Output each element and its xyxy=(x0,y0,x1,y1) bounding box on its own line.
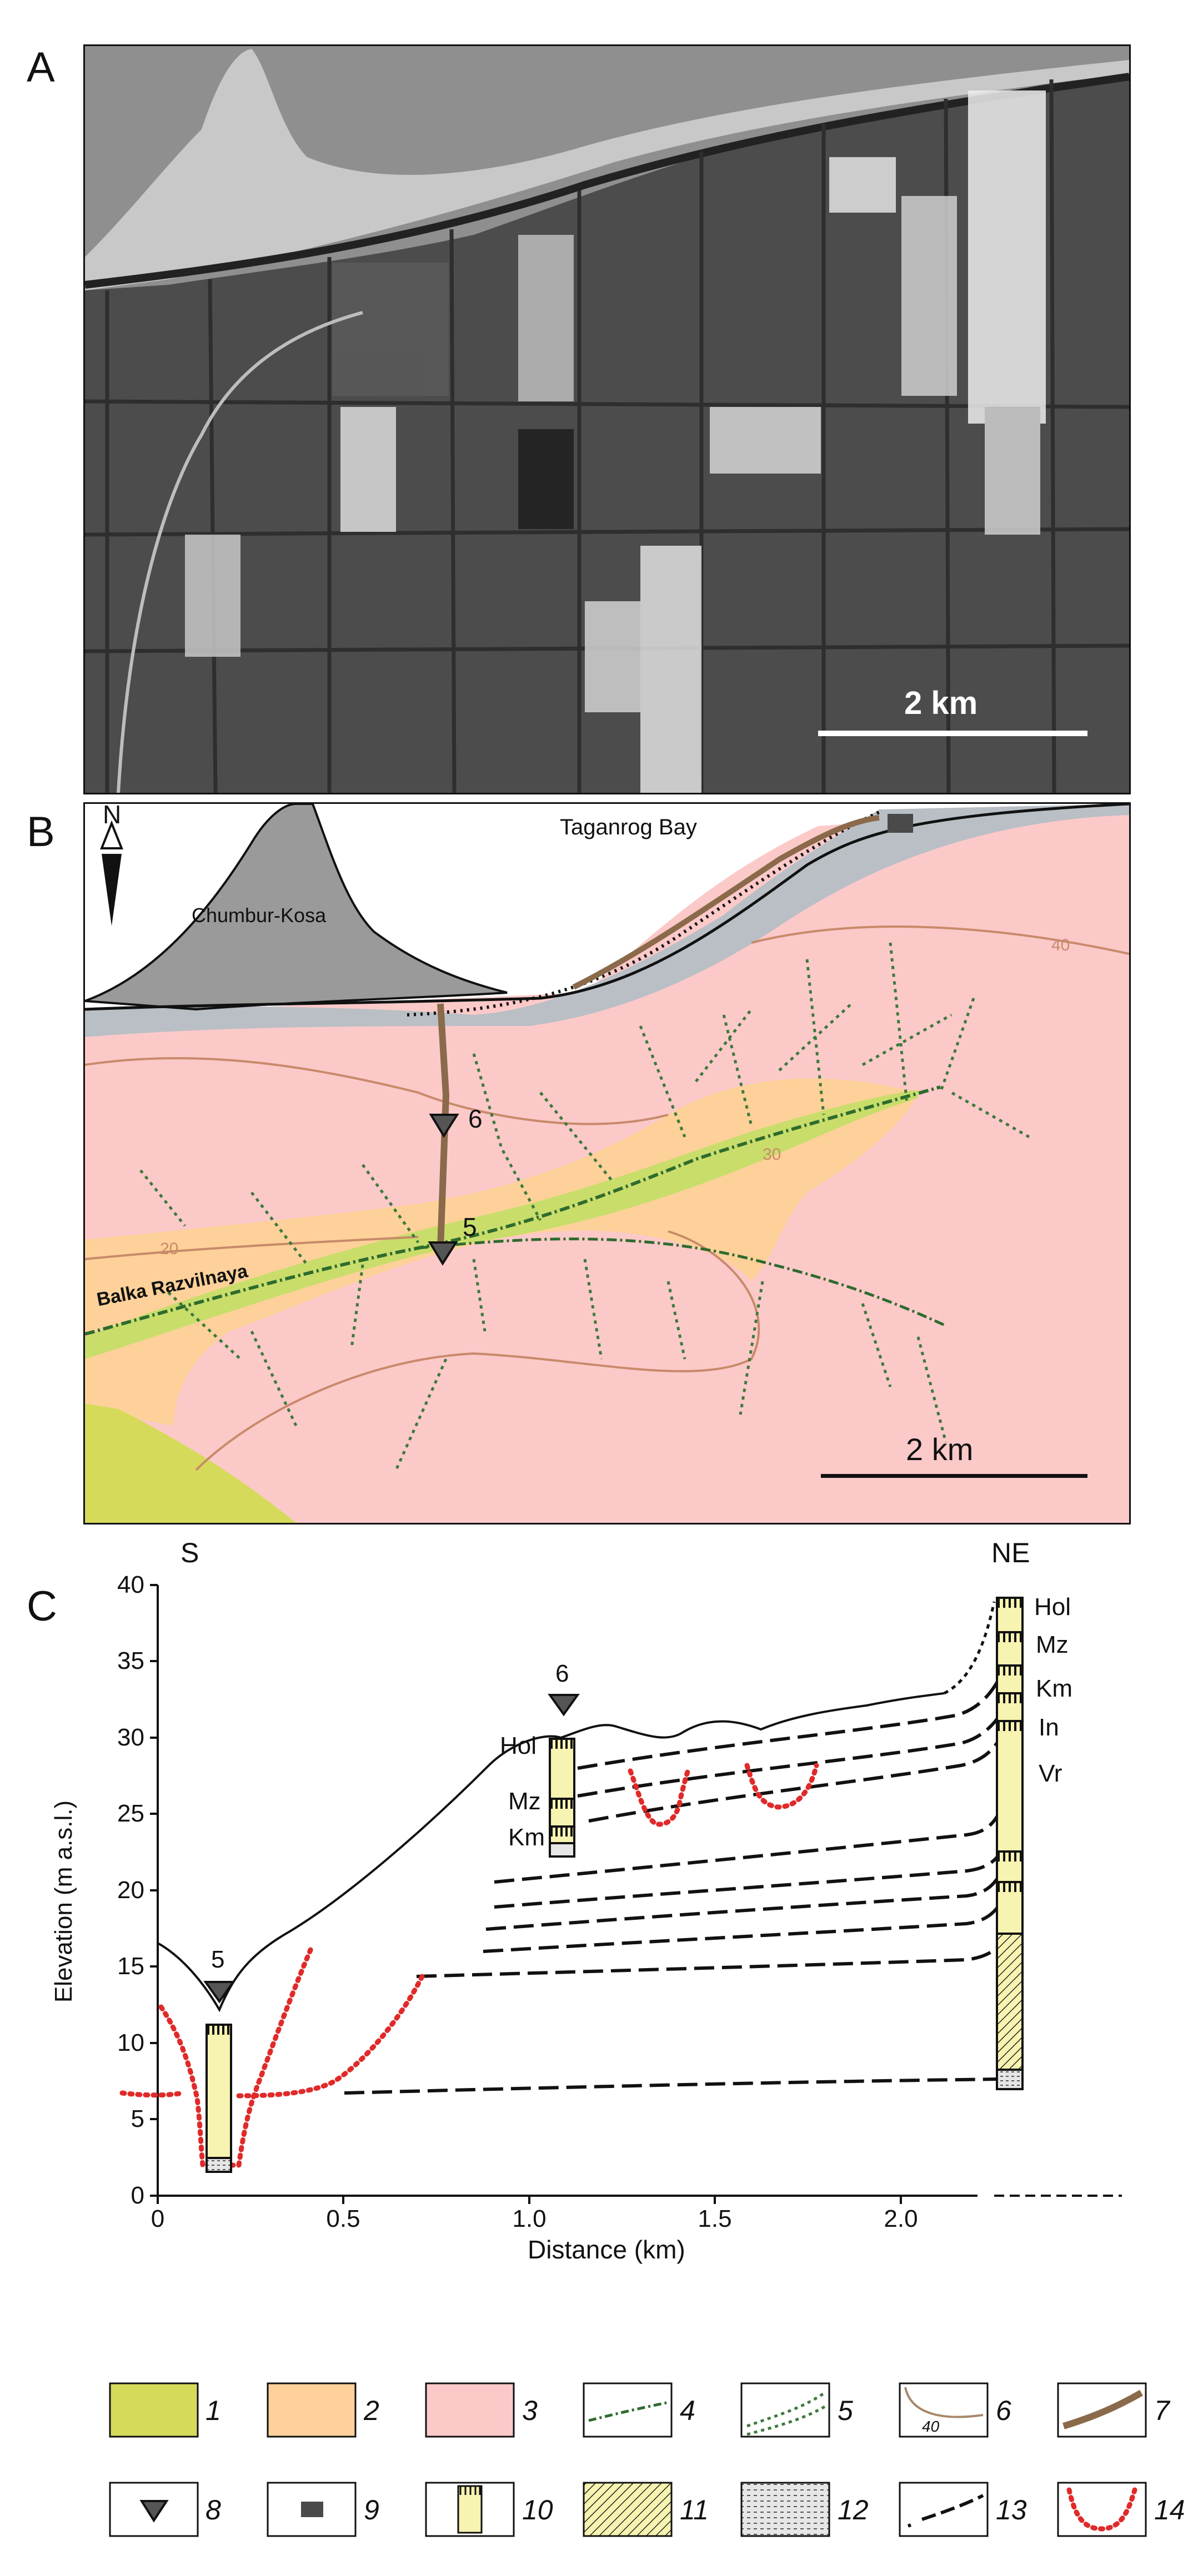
photo-scale-label: 2 km xyxy=(904,685,978,721)
dir-right-label: NE xyxy=(991,1537,1030,1568)
col6-label-mz: Mz xyxy=(508,1788,541,1815)
map-site-6-label: 6 xyxy=(468,1104,483,1133)
legend-num-12: 12 xyxy=(838,2494,869,2525)
legend-unit-1-swatch xyxy=(109,2382,199,2438)
legend-contour-value: 40 xyxy=(922,2418,940,2435)
contour-label-40: 40 xyxy=(1051,936,1070,954)
map-scale-label: 2 km xyxy=(906,1432,974,1467)
map-drawing xyxy=(85,804,1129,1523)
legend-num-3: 3 xyxy=(522,2395,538,2426)
section-site-6-triangle-icon xyxy=(548,1694,580,1717)
cross-section: S NE Elevation (m a.s.l.) Distance (km) … xyxy=(0,1532,1198,2332)
legend-num-6: 6 xyxy=(996,2395,1011,2426)
colne-label-hol: Hol xyxy=(1034,1593,1071,1621)
north-arrow-icon xyxy=(100,820,123,849)
legend-drawing: 40 xyxy=(109,2382,1147,2537)
colne-label-mz: Mz xyxy=(1036,1631,1069,1658)
legend-num-13: 13 xyxy=(996,2494,1027,2525)
colne-label-vr: Vr xyxy=(1039,1760,1062,1787)
y-tick-35: 35 xyxy=(117,1647,144,1674)
legend-num-7: 7 xyxy=(1154,2395,1170,2426)
contour-label-30: 30 xyxy=(763,1145,781,1164)
site-5-column xyxy=(205,2024,232,2159)
spit-label: Chumbur-Kosa xyxy=(192,904,327,927)
bay-label: Taganrog Bay xyxy=(560,815,697,839)
col6-label-km: Km xyxy=(508,1824,545,1851)
section-site-5-label: 5 xyxy=(211,1946,225,1973)
legend-num-5: 5 xyxy=(838,2395,853,2426)
col6-label-hol: Hol xyxy=(500,1732,537,1759)
legend-num-1: 1 xyxy=(205,2395,221,2426)
site-square-icon xyxy=(888,814,913,833)
section-site-6-label: 6 xyxy=(555,1660,569,1687)
legend-contour-box xyxy=(899,2382,989,2438)
aerial-photo: 2 km xyxy=(83,44,1131,794)
y-tick-40: 40 xyxy=(117,1571,144,1598)
y-tick-20: 20 xyxy=(117,1876,144,1904)
panel-label-c: C xyxy=(27,1583,57,1630)
y-tick-10: 10 xyxy=(117,2029,144,2056)
dir-left-label: S xyxy=(181,1537,199,1568)
legend: 40 1 2 3 4 5 6 7 8 9 10 11 12 13 14 xyxy=(0,2343,1198,2573)
x-tick-1-5: 1.5 xyxy=(698,2205,732,2232)
aerial-photo-image xyxy=(85,46,1129,793)
north-label: N xyxy=(103,802,122,829)
y-tick-30: 30 xyxy=(117,1724,144,1751)
contour-label-20: 20 xyxy=(160,1240,179,1258)
north-arrow-tail-icon xyxy=(102,854,122,926)
legend-num-4: 4 xyxy=(680,2395,695,2426)
legend-num-10: 10 xyxy=(522,2494,553,2525)
legend-dashed-correlation-box xyxy=(899,2482,989,2537)
colne-label-km: Km xyxy=(1036,1675,1072,1702)
map-scale-bar xyxy=(821,1474,1087,1478)
y-tick-5: 5 xyxy=(131,2105,144,2132)
section-site-5-triangle-icon xyxy=(203,1981,235,2004)
colne-label-in: In xyxy=(1039,1714,1059,1741)
x-tick-1-0: 1.0 xyxy=(512,2205,547,2232)
legend-site-square-box xyxy=(267,2482,357,2537)
x-tick-0: 0 xyxy=(151,2205,165,2232)
legend-unit-2-swatch xyxy=(267,2382,357,2438)
panel-label-b: B xyxy=(27,808,55,856)
y-tick-0: 0 xyxy=(131,2182,144,2209)
legend-hatched-sediment xyxy=(583,2482,673,2537)
legend-gully-lines-box xyxy=(740,2382,830,2438)
legend-num-11: 11 xyxy=(680,2494,709,2525)
y-tick-15: 15 xyxy=(117,1953,144,1980)
cross-section-drawing xyxy=(119,1584,1122,2204)
site-6-triangle-icon xyxy=(429,1114,459,1138)
map-site-5-label: 5 xyxy=(463,1212,477,1241)
legend-dotted-sediment xyxy=(740,2482,830,2537)
x-tick-0-5: 0.5 xyxy=(326,2205,360,2232)
legend-num-8: 8 xyxy=(205,2494,221,2525)
x-axis-title: Distance (km) xyxy=(528,2235,685,2264)
panel-label-a: A xyxy=(27,44,55,91)
y-tick-25: 25 xyxy=(117,1800,144,1827)
y-axis-title: Elevation (m a.s.l.) xyxy=(50,1800,77,2003)
legend-unit-3-swatch xyxy=(425,2382,515,2438)
geomorphological-map: N Taganrog Bay Chumbur-Kosa Balka Razvil… xyxy=(83,802,1131,1525)
x-tick-2-0: 2.0 xyxy=(884,2205,918,2232)
legend-num-9: 9 xyxy=(364,2494,379,2525)
photo-scale-bar xyxy=(818,731,1087,736)
legend-num-14: 14 xyxy=(1154,2494,1185,2525)
site-5-triangle-icon xyxy=(428,1241,458,1266)
legend-num-2: 2 xyxy=(364,2395,379,2426)
